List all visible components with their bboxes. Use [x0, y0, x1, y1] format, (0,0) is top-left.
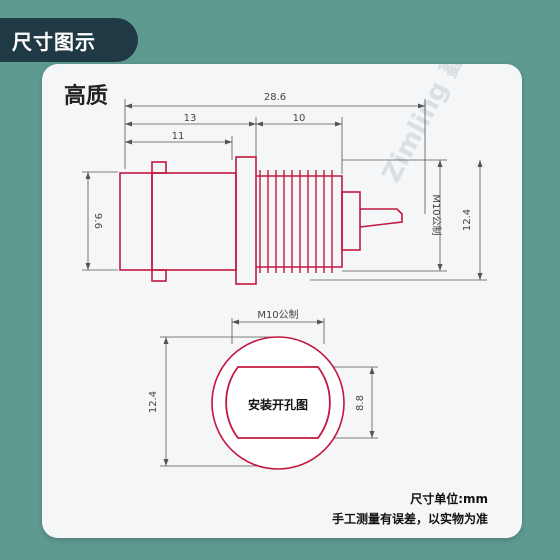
connector-dimension-diagram: Zimling 鑫凌 [82, 64, 487, 470]
dim-body-diameter: 9.6 [92, 213, 103, 229]
outer-ring [211, 336, 345, 470]
dim-outer-height: 12.4 [462, 209, 473, 231]
quality-label: 高质 [64, 84, 109, 109]
connector-outline [119, 156, 403, 285]
dim-thread-spec-top: M10公制 [257, 308, 298, 321]
unit-note: 尺寸单位:mm [410, 492, 488, 506]
dim-body-length: 13 [184, 113, 197, 124]
watermark-text: Zimling 鑫凌 [376, 64, 484, 187]
dim-flat-width: 8.8 [355, 395, 366, 411]
error-note: 手工测量有误差，以实物为准 [331, 512, 488, 526]
hole-label: 安装开孔图 [248, 397, 308, 412]
section-title-tab: 尺寸图示 [0, 18, 138, 62]
dimension-lines [82, 99, 487, 467]
diagram-card: 高质 Zimling 鑫凌 [42, 64, 522, 538]
dim-total-length: 28.6 [264, 92, 286, 103]
dim-thread-length: 10 [293, 113, 306, 124]
dimension-arrows [85, 103, 483, 466]
dim-thread-spec-side: M10公制 [430, 194, 443, 235]
cutout-outline [225, 366, 331, 439]
section-title: 尺寸图示 [12, 29, 96, 54]
thread-ridges [259, 170, 333, 273]
dim-flange-length: 11 [172, 131, 185, 142]
dim-hole-height: 12.4 [148, 391, 159, 413]
